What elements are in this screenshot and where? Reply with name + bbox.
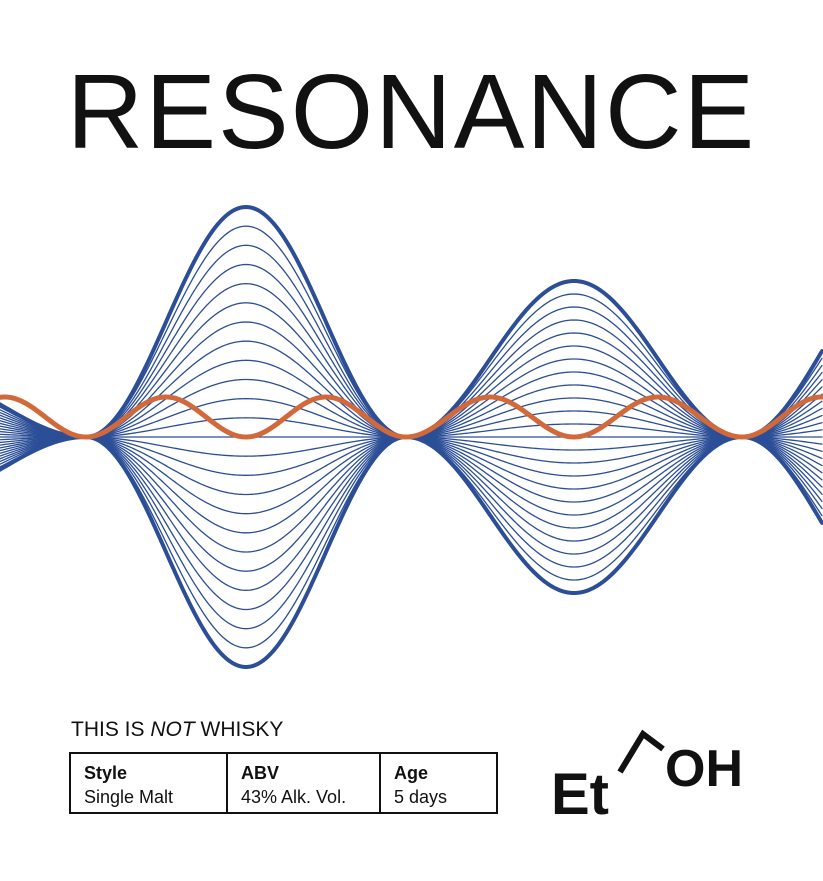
standing-wave-graphic — [0, 204, 823, 670]
info-key: ABV — [241, 763, 280, 783]
info-value: Single Malt — [84, 787, 174, 807]
info-value: 43% Alk. Vol. — [241, 787, 347, 807]
info-value: 5 days — [394, 787, 448, 807]
product-title: RESONANCE — [66, 53, 757, 171]
logo-oh: OH — [665, 740, 743, 798]
tagline-post: WHISKY — [194, 718, 284, 741]
logo-et: Et — [551, 762, 609, 824]
info-table: Style Single Malt ABV 43% Alk. Vol. Age … — [69, 752, 498, 814]
logo-bond — [617, 729, 665, 774]
info-cell-abv: ABV 43% Alk. Vol. — [226, 754, 379, 812]
info-key: Age — [394, 763, 429, 783]
wave-envelope-lower — [0, 434, 823, 670]
wave-envelope-upper — [0, 204, 823, 440]
info-cell-style: Style Single Malt — [71, 754, 226, 812]
etoh-logo: Et OH — [551, 729, 743, 824]
tagline: THIS IS NOT WHISKY — [71, 717, 283, 743]
info-key: Style — [84, 763, 128, 783]
tagline-emphasis: NOT — [150, 718, 195, 741]
info-cell-age: Age 5 days — [379, 754, 496, 812]
carrier-wave — [0, 394, 823, 440]
tagline-pre: THIS IS — [71, 718, 151, 741]
